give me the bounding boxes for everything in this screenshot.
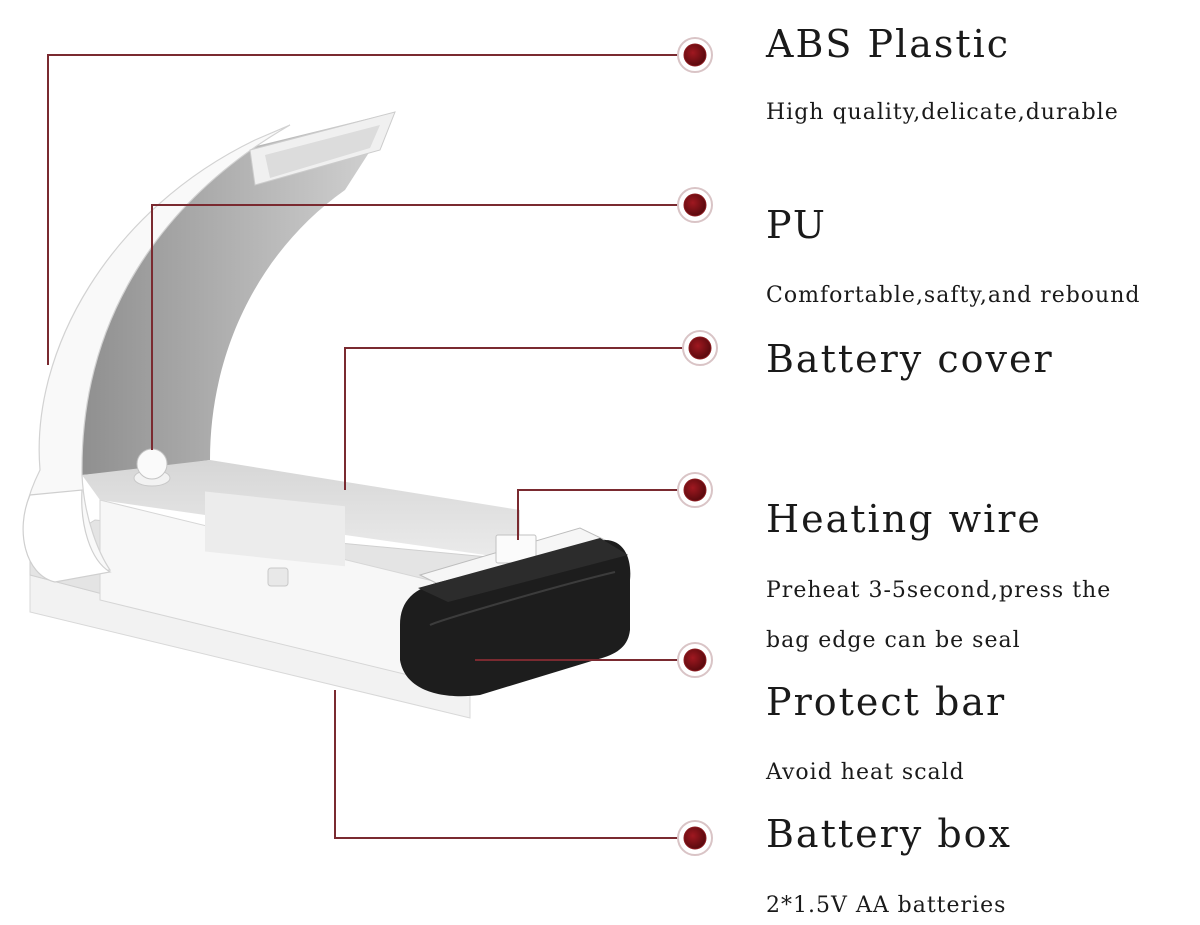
leader-lines — [47, 37, 718, 856]
marker-dot-pu — [683, 193, 707, 217]
leader-line-pu — [151, 204, 695, 450]
leader-line-heating-wire — [517, 489, 695, 540]
label-battery-cover-title: Battery cover — [766, 337, 1054, 381]
label-battery-box-desc: 2*1.5V AA batteries — [766, 893, 1007, 918]
label-abs-plastic-desc: High quality,delicate,durable — [766, 100, 1119, 125]
marker-dot-battery-box — [683, 826, 707, 850]
label-pu-desc: Comfortable,safty,and rebound — [766, 283, 1141, 308]
leader-line-abs-plastic — [47, 54, 695, 365]
label-battery-box-title: Battery box — [766, 812, 1012, 856]
label-protect-bar-desc: Avoid heat scald — [766, 760, 965, 785]
label-pu-title: PU — [766, 203, 827, 247]
pu-knob — [136, 448, 168, 480]
arch-rim — [22, 489, 112, 583]
label-heating-wire-desc: Preheat 3-5second,press the — [766, 578, 1112, 603]
leader-line-battery-cover — [344, 347, 700, 490]
top-pad-inner — [265, 125, 380, 178]
label-abs-plastic-title: ABS Plastic — [766, 22, 1011, 66]
protect-bar-top — [418, 538, 628, 602]
label-heating-wire-title: Heating wire — [766, 497, 1042, 541]
deck-panel — [205, 491, 345, 567]
label-heating-wire-desc-line2: bag edge can be seal — [766, 628, 1021, 653]
marker-dot-battery-cover — [688, 336, 712, 360]
front-button — [267, 567, 289, 587]
sealer-illustration — [22, 111, 631, 719]
marker-dot-abs-plastic — [683, 43, 707, 67]
marker-dot-protect-bar — [683, 648, 707, 672]
leader-line-battery-box — [334, 690, 695, 839]
arch-inner — [80, 112, 395, 475]
protect-bar-highlight — [429, 571, 616, 626]
label-protect-bar-title: Protect bar — [766, 680, 1007, 724]
marker-dot-heating-wire — [683, 478, 707, 502]
